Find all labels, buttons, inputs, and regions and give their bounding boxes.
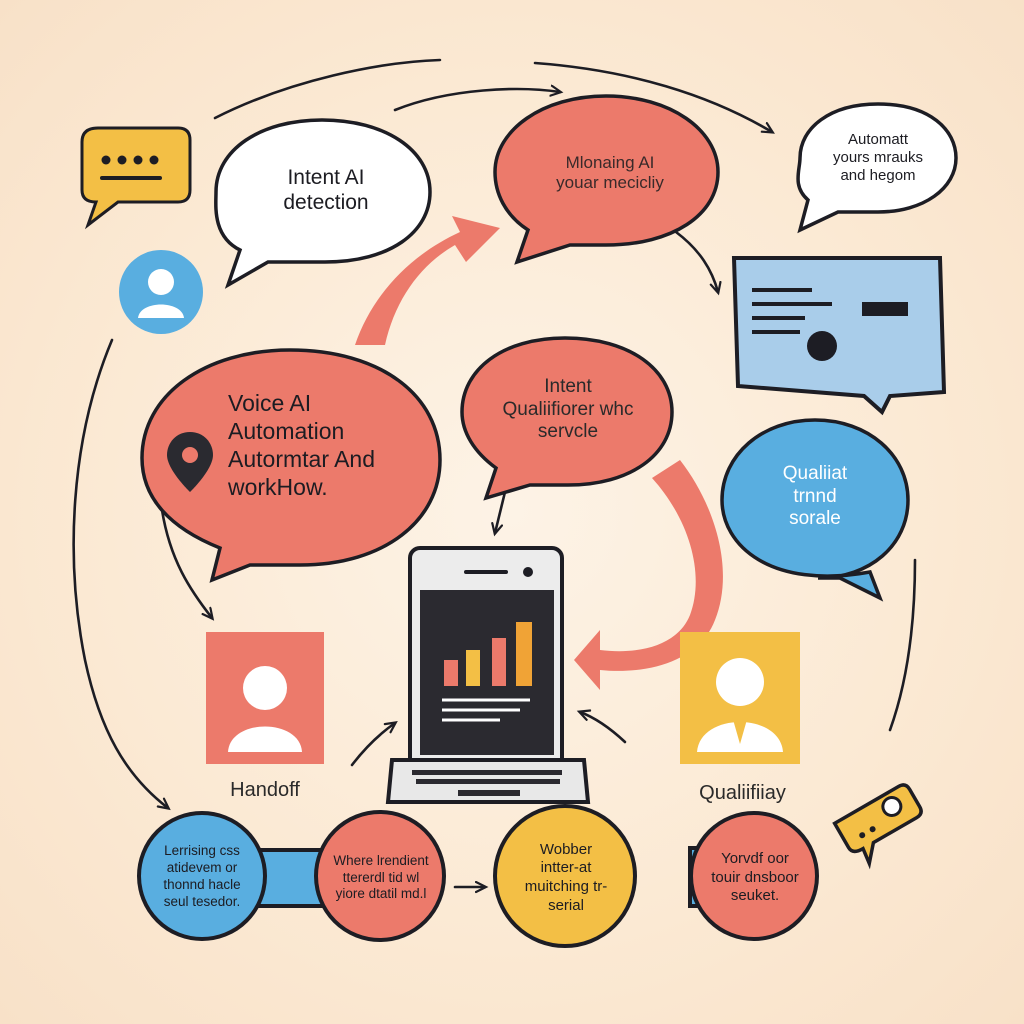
bubble-qualiiat-text: Qualiiat trnnd sorale [782, 462, 848, 530]
bubble-intent-detection [214, 118, 432, 289]
bubble-intent-qualifier-text: Intent Qualiifiorer whc servcle [502, 375, 634, 443]
user-icon [119, 250, 203, 334]
pipeline-step-4-text: Yorvdf oor touir dnsboor seuket. [711, 849, 799, 905]
qualify-label: Qualiifiiay [699, 782, 786, 804]
qualify-to-laptop [580, 712, 627, 744]
top-arc-left [213, 58, 442, 120]
top-arc-mid [393, 89, 560, 112]
bar-chart-icon [442, 622, 532, 722]
pipeline-step-3-text: Wobber intter-at muitching tr- serial [524, 840, 608, 914]
bubble-monitoring [493, 94, 720, 265]
coral-arrow-up [355, 216, 500, 345]
laptop-icon [385, 546, 591, 804]
qualifier-to-laptop [495, 490, 507, 533]
chat-dots-icon [80, 126, 192, 230]
pipeline-step-2-text: Where lrendient ttererdl tid wl yiore dt… [333, 852, 429, 902]
left-to-handoff-arc [160, 508, 212, 618]
pipeline [137, 804, 819, 948]
bubble-monitoring-text: Mlonaing AI youar mecicliy [556, 152, 664, 192]
pipeline-step-1-text: Lerrising css atidevem or thonnd hacle s… [163, 843, 241, 909]
handoff-label: Handoff [230, 779, 300, 801]
left-outer-arc [72, 338, 168, 808]
bubble-intent-qualifier [460, 336, 674, 501]
qualify-persona-card [680, 632, 800, 764]
bubble-automatt [796, 102, 958, 234]
top-arc-right [533, 61, 772, 132]
right-outer-arc [888, 558, 917, 732]
ticket-icon [832, 783, 923, 870]
mid-to-id-card [674, 230, 718, 292]
id-card-icon [731, 256, 947, 416]
connector-lines [72, 58, 917, 887]
bubble-voice-ai-text: Voice AI Automation Autormtar And workHo… [228, 389, 376, 501]
handoff-to-laptop [350, 723, 395, 767]
bubble-automatt-text: Automatt yours mrauks and hegom [832, 131, 924, 184]
bubble-qualiiat [720, 418, 910, 602]
location-pin-icon [167, 432, 213, 492]
bubble-voice-ai [140, 348, 442, 583]
bubble-intent-detection-text: Intent AI detection [283, 165, 369, 214]
handoff-persona-card [206, 632, 324, 764]
